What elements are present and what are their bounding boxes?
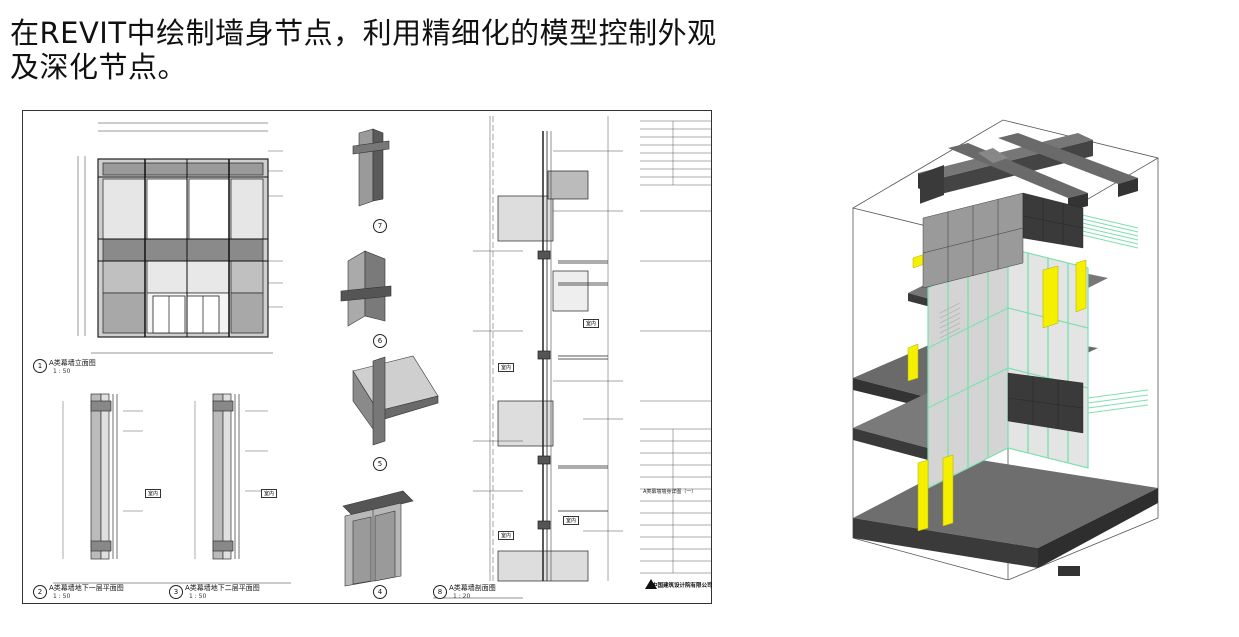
view-number-3: 3 (169, 585, 183, 599)
revit-3d-model-render (848, 118, 1164, 581)
view-title-3: A类幕墙地下二层平面图 (185, 584, 260, 592)
ground-slab (853, 458, 1158, 576)
room-tag: 室内 (261, 489, 278, 498)
title-line-2: 及深化节点。 (10, 50, 188, 84)
wall-section-view (433, 116, 623, 599)
highlight-elements (907, 252, 1087, 532)
elevation-view (77, 122, 283, 354)
view-number-5: 5 (373, 457, 387, 471)
sheet-linework (53, 116, 711, 599)
view-number-8: 8 (433, 585, 447, 599)
company-name: 中国建筑设计院有限公司 (652, 583, 713, 589)
view-scale-3: 1 : 50 (189, 593, 207, 600)
plan-views (53, 393, 291, 584)
dark-facade-panels (922, 192, 1084, 434)
view-scale-8: 1 : 20 (453, 593, 471, 600)
room-tag: 室内 (563, 516, 580, 525)
view-number-1: 1 (33, 359, 47, 373)
view-number-6: 6 (373, 334, 387, 348)
company-logo-icon (645, 579, 657, 589)
view-scale-2: 1 : 50 (53, 593, 71, 600)
view-number-4: 4 (373, 585, 387, 599)
title-block-lines (640, 120, 711, 574)
view-scale-1: 1 : 50 (53, 368, 71, 375)
view-title-1: A类幕墙立面图 (49, 359, 96, 367)
title-line-1: 在REVIT中绘制墙身节点，利用精细化的模型控制外观 (10, 16, 717, 50)
room-tag: 室内 (498, 531, 515, 540)
view-title-8: A类幕墙剖面图 (449, 584, 496, 592)
detail-3d-views (340, 128, 439, 587)
view-number-2: 2 (33, 585, 47, 599)
view-title-2: A类幕墙地下一层平面图 (49, 584, 124, 592)
view-number-7: 7 (373, 219, 387, 233)
page-title: 在REVIT中绘制墙身节点，利用精细化的模型控制外观 及深化节点。 (10, 16, 730, 84)
roof-beams (918, 133, 1138, 211)
room-tag: 室内 (498, 363, 515, 372)
room-tag: 室内 (145, 489, 162, 498)
revit-drawing-sheet: 室内 室内 室内 室内 室内 室内 1 A类幕墙立面图 1 : 50 2 A类幕… (22, 110, 713, 604)
room-tag: 室内 (583, 319, 600, 328)
3d-model-linework (852, 119, 1159, 581)
drawing-name: A类幕墙墙身详图（一） (643, 489, 697, 495)
